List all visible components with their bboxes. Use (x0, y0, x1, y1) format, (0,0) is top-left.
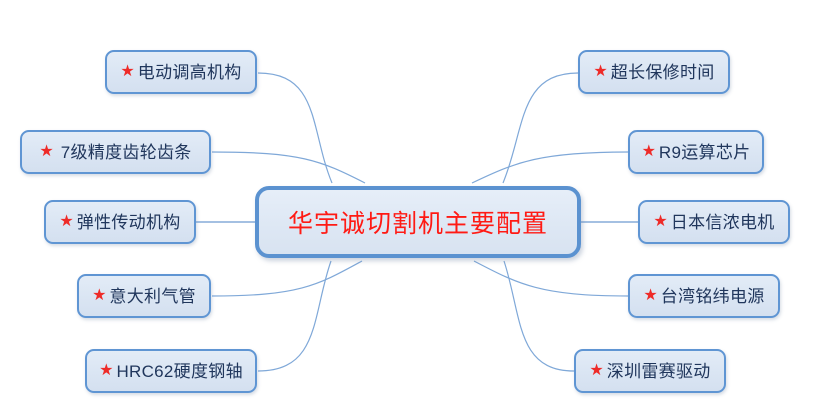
star-icon: ★ (589, 362, 604, 379)
branch-node-left-1[interactable]: ★ 电动调高机构 (105, 50, 257, 94)
center-node-label: 华宇诚切割机主要配置 (287, 209, 548, 238)
branch-node-label: 超长保修时间 (610, 62, 715, 82)
branch-node-right-5[interactable]: ★ 深圳雷赛驱动 (574, 349, 726, 393)
connector-right-1 (502, 72, 579, 184)
branch-node-right-4[interactable]: ★ 台湾铭纬电源 (628, 274, 780, 318)
connector-left-4 (211, 260, 363, 297)
star-icon: ★ (92, 287, 107, 304)
star-icon: ★ (39, 143, 54, 160)
branch-node-left-2[interactable]: ★ 7级精度齿轮齿条 (20, 130, 211, 174)
branch-node-label: HRC62硬度钢轴 (116, 361, 243, 381)
center-node[interactable]: 华宇诚切割机主要配置 (255, 186, 581, 258)
star-icon: ★ (643, 287, 658, 304)
star-icon: ★ (99, 362, 114, 379)
branch-node-label: 7级精度齿轮齿条 (60, 142, 192, 162)
branch-node-label: 台湾铭纬电源 (660, 286, 765, 306)
connector-right-5 (503, 260, 575, 372)
branch-node-label: 弹性传动机构 (76, 212, 181, 232)
branch-node-label: 深圳雷赛驱动 (606, 361, 711, 381)
branch-node-right-1[interactable]: ★ 超长保修时间 (578, 50, 730, 94)
branch-node-left-4[interactable]: ★ 意大利气管 (77, 274, 211, 318)
connector-left-1 (257, 72, 333, 184)
connector-right-4 (473, 260, 629, 297)
branch-node-left-3[interactable]: ★ 弹性传动机构 (44, 200, 196, 244)
star-icon: ★ (653, 213, 668, 230)
star-icon: ★ (593, 63, 608, 80)
branch-node-right-3[interactable]: ★ 日本信浓电机 (638, 200, 790, 244)
branch-node-label: 意大利气管 (109, 286, 196, 306)
branch-node-label: 电动调高机构 (137, 62, 242, 82)
branch-node-label: 日本信浓电机 (670, 212, 775, 232)
branch-node-label: R9运算芯片 (658, 142, 751, 162)
connector-left-5 (257, 260, 332, 372)
branch-node-left-5[interactable]: ★ HRC62硬度钢轴 (85, 349, 257, 393)
star-icon: ★ (641, 143, 656, 160)
connector-left-2 (211, 151, 366, 184)
branch-node-right-2[interactable]: ★ R9运算芯片 (628, 130, 764, 174)
star-icon: ★ (59, 213, 74, 230)
star-icon: ★ (120, 63, 135, 80)
connector-right-2 (471, 151, 629, 184)
